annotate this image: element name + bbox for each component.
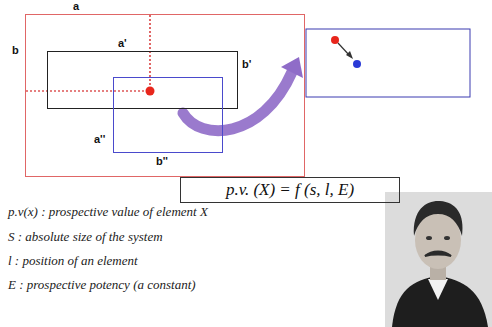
formula-text: p.v. (X) = f (s, l, E)	[226, 180, 354, 200]
dimension-label: b	[12, 44, 19, 57]
dimension-label: a'	[118, 37, 127, 50]
dimension-label: b''	[156, 155, 168, 168]
start-dot	[331, 36, 339, 44]
dotted-guide	[26, 90, 145, 91]
detail-box	[306, 29, 470, 97]
inner-rect: a'b'	[47, 51, 238, 109]
formula-box: p.v. (X) = f (s, l, E)	[180, 177, 400, 203]
definition-note: l : position of an element	[8, 253, 138, 269]
portrait	[385, 192, 492, 327]
definition-note: E : prospective potency (a constant)	[8, 277, 196, 293]
definition-note: S : absolute size of the system	[8, 229, 163, 245]
move-head	[346, 51, 353, 59]
shifted-rect: a''b''	[113, 77, 223, 153]
end-dot	[353, 60, 361, 68]
dimension-label: a	[73, 0, 79, 13]
arrow-head	[281, 57, 303, 78]
dimension-label: a''	[94, 133, 105, 146]
outer-region: aba'b'a''b''	[25, 14, 305, 177]
dimension-label: b'	[242, 58, 251, 71]
definition-note: p.v(x) : prospective value of element X	[8, 204, 208, 220]
position-dot	[146, 87, 155, 96]
